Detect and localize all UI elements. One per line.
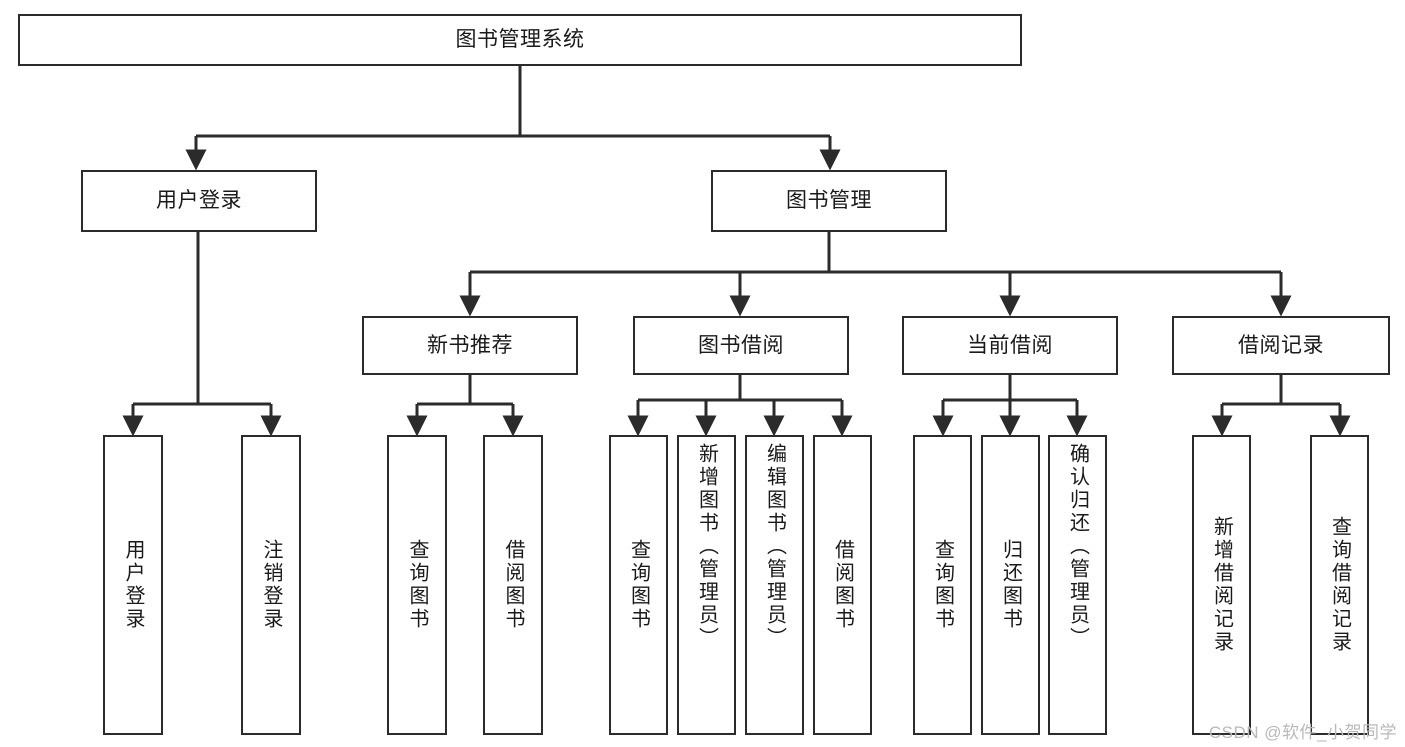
node-leaf-return-book[interactable]: 归还图书 bbox=[981, 435, 1040, 735]
node-leaf-edit-book-label: 编辑图书（管理员） bbox=[763, 443, 786, 650]
node-leaf-query-record-label: 查询借阅记录 bbox=[1328, 516, 1351, 654]
node-leaf-add-book[interactable]: 新增图书（管理员） bbox=[677, 435, 736, 735]
node-leaf-add-record[interactable]: 新增借阅记录 bbox=[1192, 435, 1251, 735]
node-leaf-query-book-1-label: 查询图书 bbox=[406, 539, 428, 631]
node-book-manage-label: 图书管理 bbox=[786, 189, 872, 213]
node-book-borrow[interactable]: 图书借阅 bbox=[633, 316, 849, 375]
node-root-label: 图书管理系统 bbox=[455, 28, 585, 52]
node-leaf-borrow-book-2[interactable]: 借阅图书 bbox=[813, 435, 872, 735]
node-leaf-query-book-3[interactable]: 查询图书 bbox=[913, 435, 972, 735]
node-leaf-edit-book[interactable]: 编辑图书（管理员） bbox=[745, 435, 804, 735]
node-borrow-record-label: 借阅记录 bbox=[1238, 333, 1324, 357]
node-leaf-query-record[interactable]: 查询借阅记录 bbox=[1310, 435, 1369, 735]
node-leaf-add-book-label: 新增图书（管理员） bbox=[695, 443, 718, 650]
node-user-login-label: 用户登录 bbox=[156, 189, 242, 213]
node-new-book-recommend-label: 新书推荐 bbox=[427, 333, 513, 357]
node-leaf-logout-login-label: 注销登录 bbox=[260, 539, 282, 631]
node-leaf-borrow-book-1-label: 借阅图书 bbox=[502, 539, 524, 631]
node-user-login[interactable]: 用户登录 bbox=[81, 170, 317, 232]
node-leaf-logout-login[interactable]: 注销登录 bbox=[241, 435, 301, 735]
node-new-book-recommend[interactable]: 新书推荐 bbox=[362, 316, 578, 375]
node-leaf-confirm-return[interactable]: 确认归还（管理员） bbox=[1048, 435, 1107, 735]
node-leaf-query-book-2-label: 查询图书 bbox=[627, 539, 650, 631]
node-leaf-borrow-book-1[interactable]: 借阅图书 bbox=[483, 435, 543, 735]
node-leaf-user-login-label: 用户登录 bbox=[122, 539, 144, 631]
node-root[interactable]: 图书管理系统 bbox=[18, 14, 1022, 66]
node-book-manage[interactable]: 图书管理 bbox=[711, 170, 947, 232]
node-leaf-query-book-1[interactable]: 查询图书 bbox=[387, 435, 447, 735]
node-leaf-return-book-label: 归还图书 bbox=[999, 539, 1022, 631]
node-current-borrow[interactable]: 当前借阅 bbox=[902, 316, 1118, 375]
node-leaf-user-login[interactable]: 用户登录 bbox=[103, 435, 163, 735]
node-book-borrow-label: 图书借阅 bbox=[698, 333, 784, 357]
node-leaf-borrow-book-2-label: 借阅图书 bbox=[831, 539, 854, 631]
node-leaf-confirm-return-label: 确认归还（管理员） bbox=[1066, 443, 1089, 650]
node-current-borrow-label: 当前借阅 bbox=[967, 333, 1053, 357]
csdn-watermark: CSDN @软件_小贺同学 bbox=[1208, 723, 1397, 742]
node-leaf-query-book-2[interactable]: 查询图书 bbox=[609, 435, 668, 735]
node-leaf-query-book-3-label: 查询图书 bbox=[931, 539, 954, 631]
node-borrow-record[interactable]: 借阅记录 bbox=[1172, 316, 1390, 375]
node-leaf-add-record-label: 新增借阅记录 bbox=[1210, 516, 1233, 654]
